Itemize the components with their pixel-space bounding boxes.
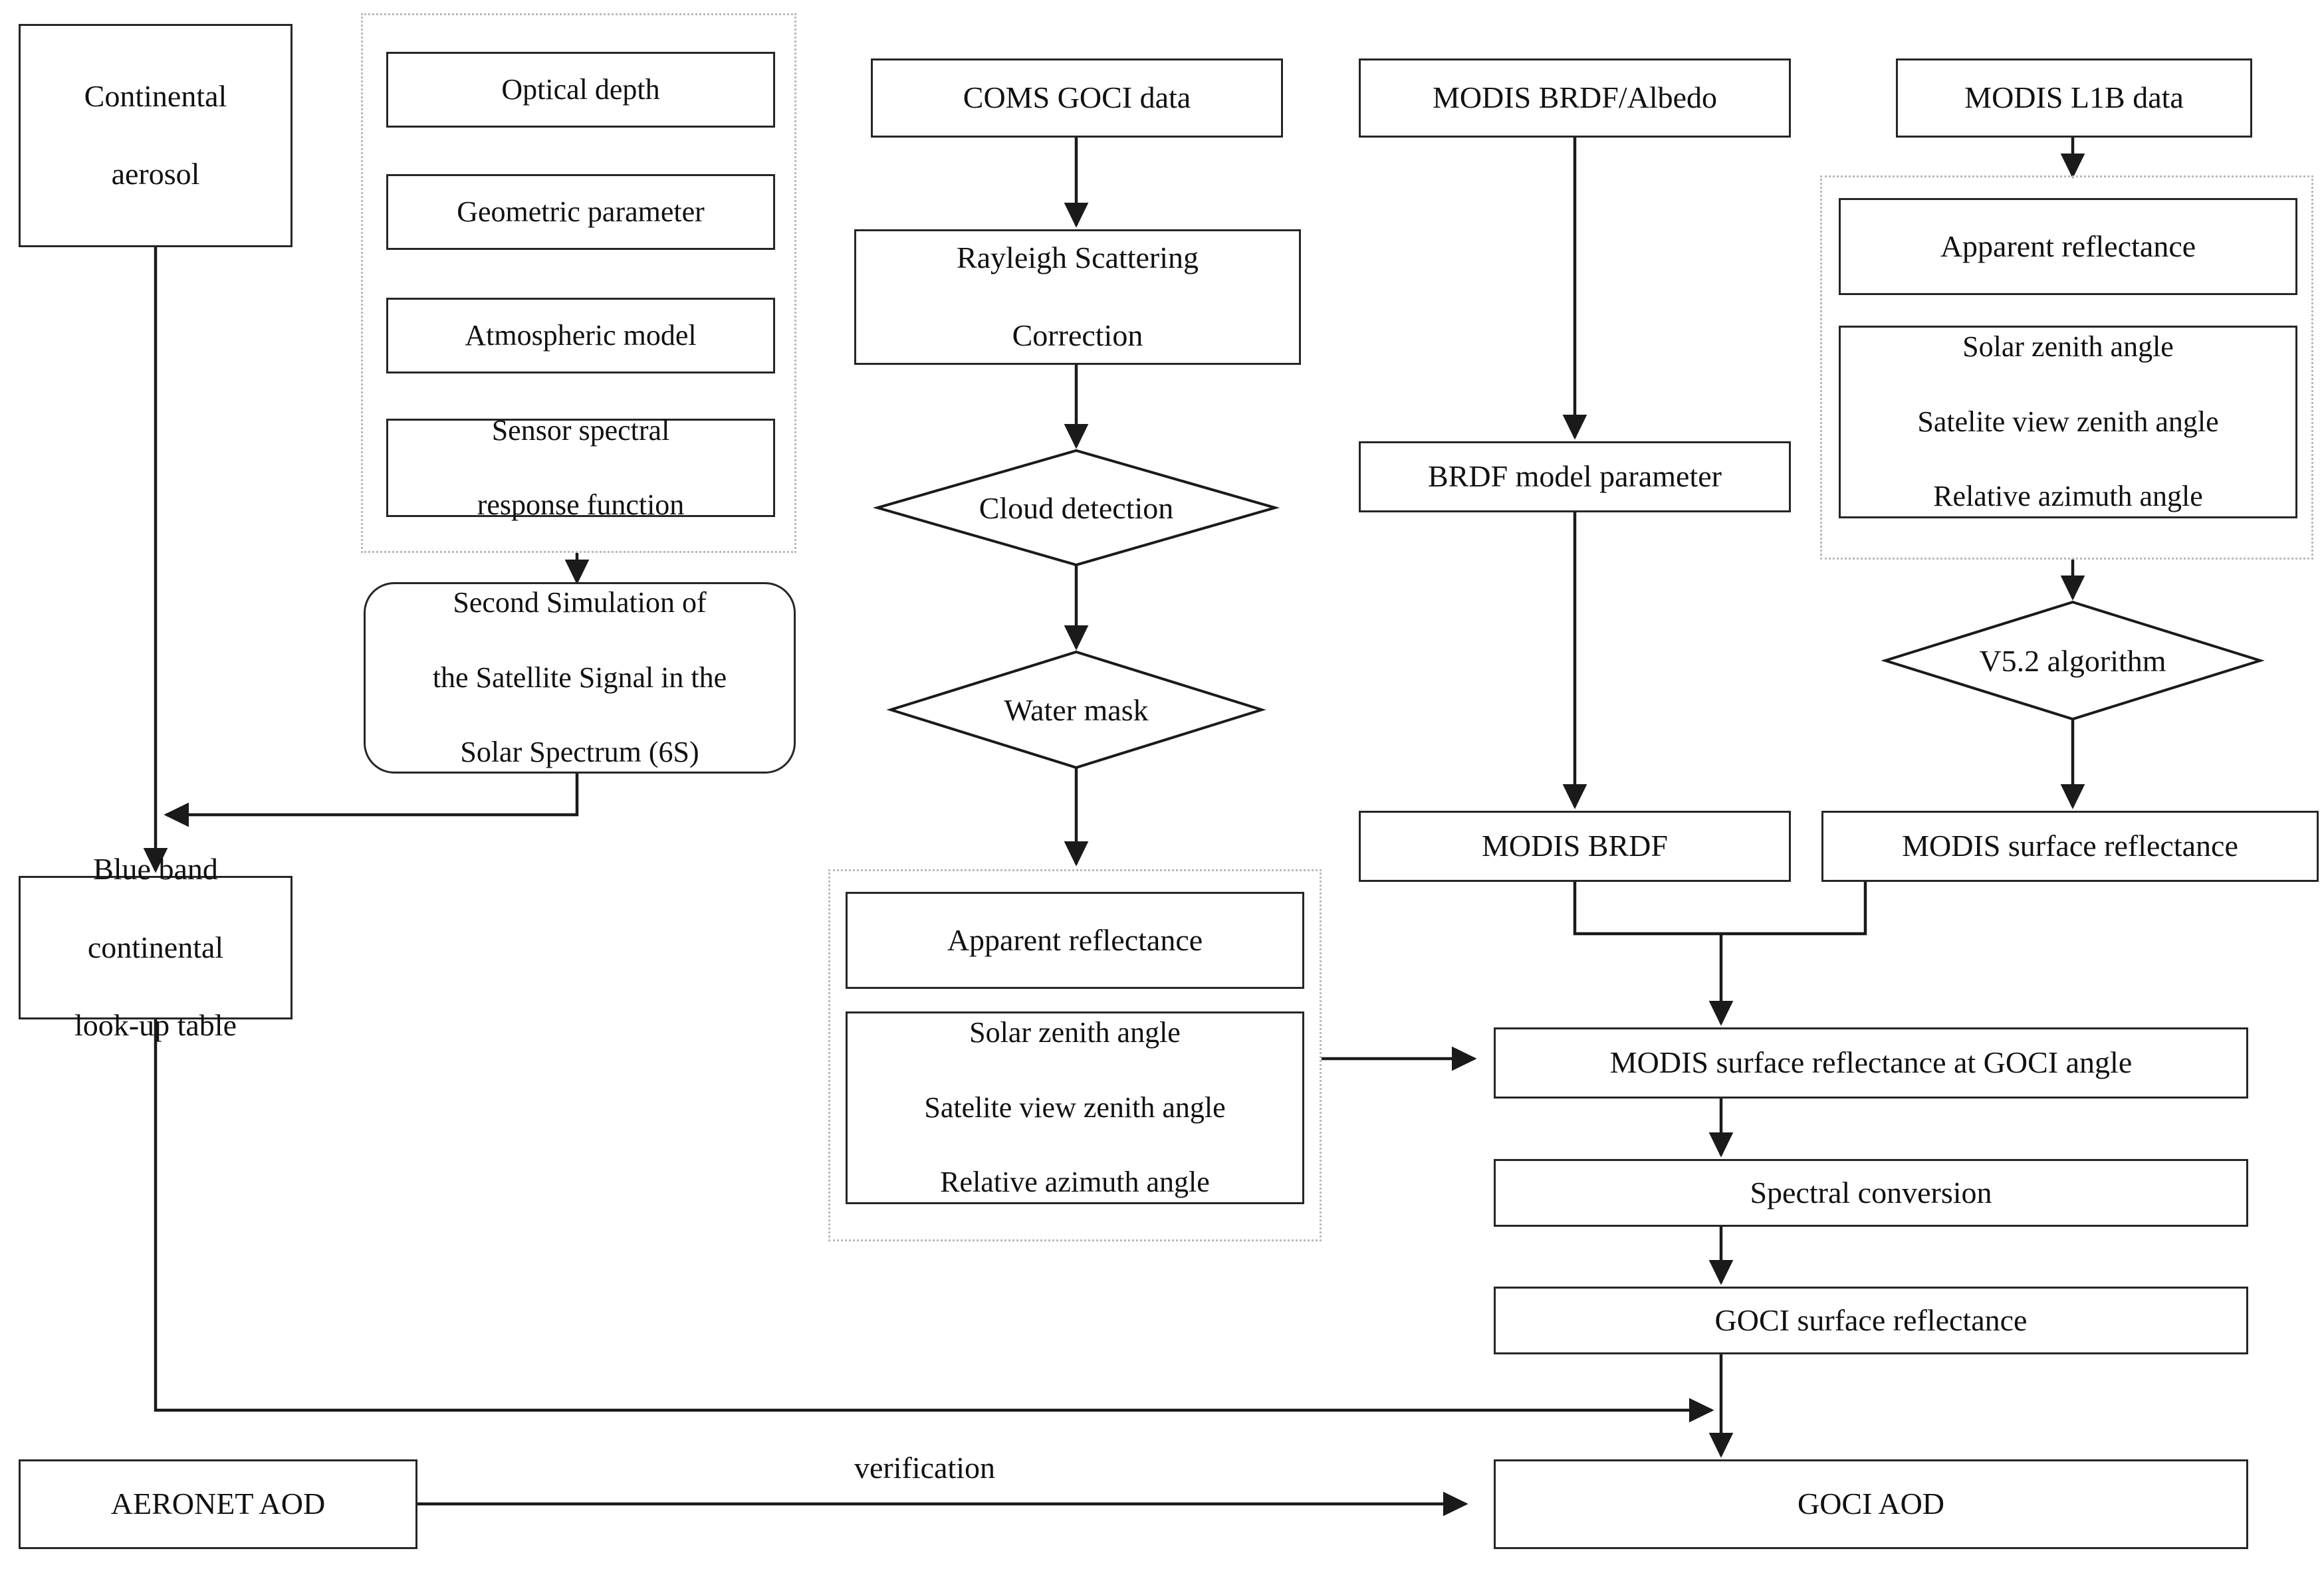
node-goci-aod[interactable]: GOCI AOD — [1494, 1459, 2248, 1549]
rayleigh-line2: Correction — [1012, 318, 1143, 353]
wire-lut-to-gociaod — [154, 1019, 1714, 1423]
water-mask-label: Water mask — [1004, 692, 1149, 727]
node-v52-algorithm[interactable]: V5.2 algorithm — [1885, 635, 2260, 686]
rayleigh-line1: Rayleigh Scattering — [956, 240, 1199, 274]
node-modis-sr-at-goci-angle[interactable]: MODIS surface reflectance at GOCI angle — [1494, 1027, 2248, 1099]
node-modis-apparent-reflectance[interactable]: Apparent reflectance — [1839, 198, 2297, 295]
goci-angles-line2: Satelite view zenith angle — [924, 1091, 1226, 1124]
brdf-model-parameter-label: BRDF model parameter — [1427, 459, 1722, 494]
node-optical-depth[interactable]: Optical depth — [386, 52, 775, 128]
node-modis-brdf[interactable]: MODIS BRDF — [1359, 811, 1791, 882]
modis-surface-reflectance-label: MODIS surface reflectance — [1902, 829, 2238, 863]
v52-algorithm-label: V5.2 algorithm — [1979, 643, 2166, 678]
node-second-simulation-6s[interactable]: Second Simulation of the Satellite Signa… — [364, 582, 796, 774]
modis-apparent-reflectance-label: Apparent reflectance — [1940, 229, 2196, 263]
water-mask-diamond-shape — [886, 650, 1266, 770]
coms-goci-data-label: COMS GOCI data — [963, 80, 1191, 115]
node-cloud-detection[interactable]: Cloud detection — [877, 482, 1275, 533]
node-sensor-spectral-response[interactable]: Sensor spectral response function — [386, 414, 775, 521]
continental-aerosol-line2: aerosol — [111, 157, 200, 191]
modis-angles-line1: Solar zenith angle — [1962, 330, 2174, 364]
node-blue-band-lut[interactable]: Blue band continental look-up table — [19, 852, 292, 1042]
goci-angles-line1: Solar zenith angle — [969, 1016, 1181, 1049]
node-coms-goci-data[interactable]: COMS GOCI data — [871, 58, 1283, 138]
group-6s-input-parameters — [361, 13, 796, 553]
modis-angles-line2: Satelite view zenith angle — [1917, 405, 2219, 438]
six-s-line3: Solar Spectrum (6S) — [460, 736, 699, 769]
continental-aerosol-line1: Continental — [84, 78, 227, 113]
node-goci-surface-reflectance[interactable]: GOCI surface reflectance — [1494, 1287, 2248, 1354]
goci-apparent-reflectance-label: Apparent reflectance — [947, 922, 1203, 957]
node-brdf-model-parameter[interactable]: BRDF model parameter — [1359, 441, 1791, 512]
node-rayleigh-scattering-correction[interactable]: Rayleigh Scattering Correction — [854, 229, 1301, 365]
modis-l1b-data-label: MODIS L1B data — [1964, 80, 2184, 115]
cloud-detection-label: Cloud detection — [979, 490, 1174, 525]
modis-sr-at-goci-angle-label: MODIS surface reflectance at GOCI angle — [1609, 1045, 2133, 1080]
node-modis-angles[interactable]: Solar zenith angle Satelite view zenith … — [1839, 326, 2297, 518]
node-atmospheric-model[interactable]: Atmospheric model — [386, 298, 775, 373]
blue-band-line1: Blue band — [93, 851, 218, 886]
goci-aod-label: GOCI AOD — [1797, 1487, 1945, 1521]
sensor-spectral-line1: Sensor spectral — [491, 413, 670, 447]
node-geometric-parameter[interactable]: Geometric parameter — [386, 174, 775, 250]
edge-label-verification: verification — [854, 1451, 996, 1485]
group-modis-l1b-outputs — [1820, 175, 2313, 560]
node-goci-angles[interactable]: Solar zenith angle Satelite view zenith … — [846, 1011, 1304, 1204]
wire-6s-to-lut — [164, 774, 579, 827]
atmospheric-model-label: Atmospheric model — [465, 318, 697, 352]
optical-depth-label: Optical depth — [501, 72, 660, 106]
goci-surface-reflectance-label: GOCI surface reflectance — [1714, 1303, 2028, 1337]
cloud-detection-diamond-shape — [872, 449, 1280, 567]
node-modis-brdf-albedo[interactable]: MODIS BRDF/Albedo — [1359, 58, 1791, 138]
sensor-spectral-line2: response function — [477, 488, 685, 522]
six-s-line2: the Satellite Signal in the — [432, 661, 727, 694]
node-goci-apparent-reflectance[interactable]: Apparent reflectance — [846, 892, 1304, 989]
modis-angles-line3: Relative azimuth angle — [1933, 480, 2203, 513]
v52-algorithm-diamond-shape — [1881, 600, 2265, 721]
node-water-mask[interactable]: Water mask — [891, 684, 1262, 735]
blue-band-line3: look-up table — [74, 1008, 237, 1043]
six-s-line1: Second Simulation of — [453, 586, 707, 619]
wire-brdf-join — [1573, 882, 1867, 936]
modis-brdf-albedo-label: MODIS BRDF/Albedo — [1432, 80, 1718, 115]
spectral-conversion-label: Spectral conversion — [1750, 1175, 1992, 1210]
node-spectral-conversion[interactable]: Spectral conversion — [1494, 1159, 2248, 1227]
node-aeronet-aod[interactable]: AERONET AOD — [19, 1459, 417, 1549]
group-goci-outputs — [828, 869, 1322, 1241]
modis-brdf-label: MODIS BRDF — [1482, 829, 1668, 863]
blue-band-line2: continental — [87, 930, 224, 964]
node-modis-surface-reflectance[interactable]: MODIS surface reflectance — [1821, 811, 2319, 882]
node-modis-l1b-data[interactable]: MODIS L1B data — [1896, 58, 2252, 138]
geometric-parameter-label: Geometric parameter — [457, 195, 705, 228]
goci-angles-line3: Relative azimuth angle — [940, 1166, 1210, 1199]
aeronet-aod-label: AERONET AOD — [110, 1487, 326, 1521]
node-continental-aerosol[interactable]: Continental aerosol — [19, 24, 292, 247]
